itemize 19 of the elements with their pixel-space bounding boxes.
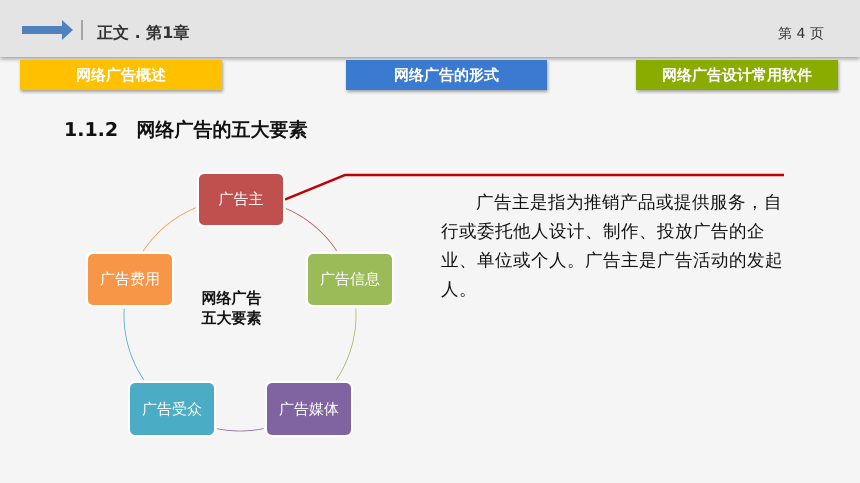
element-box: 广告信息 [306,252,394,307]
element-box: 广告主 [197,172,285,227]
cycle-arc [142,207,196,252]
cycle-arc [216,428,264,432]
element-box: 广告费用 [86,252,174,307]
element-box: 广告受众 [128,381,216,437]
nav-tab: 网络广告概述 [20,60,222,90]
nav-tab: 网络广告设计常用软件 [636,60,838,90]
element-box: 广告媒体 [265,381,353,437]
center-label: 网络广告五大要素 [200,288,262,328]
chapter-heading: 正文 . 第1章 [97,23,190,44]
cycle-arc [286,208,337,252]
leader-line [284,174,784,201]
cycle-arc [336,308,356,380]
nav-tab: 网络广告的形式 [346,60,547,90]
section-title: 1.1.2 网络广告的五大要素 [64,118,308,143]
cycle-arc [124,308,144,380]
page-number: 第 4 页 [778,25,824,43]
description-paragraph: 广告主是指为推销产品或提供服务，自行或委托他人设计、制作、投放广告的企业、单位或个人。广告主是广告活动的发起人。 [441,192,784,302]
